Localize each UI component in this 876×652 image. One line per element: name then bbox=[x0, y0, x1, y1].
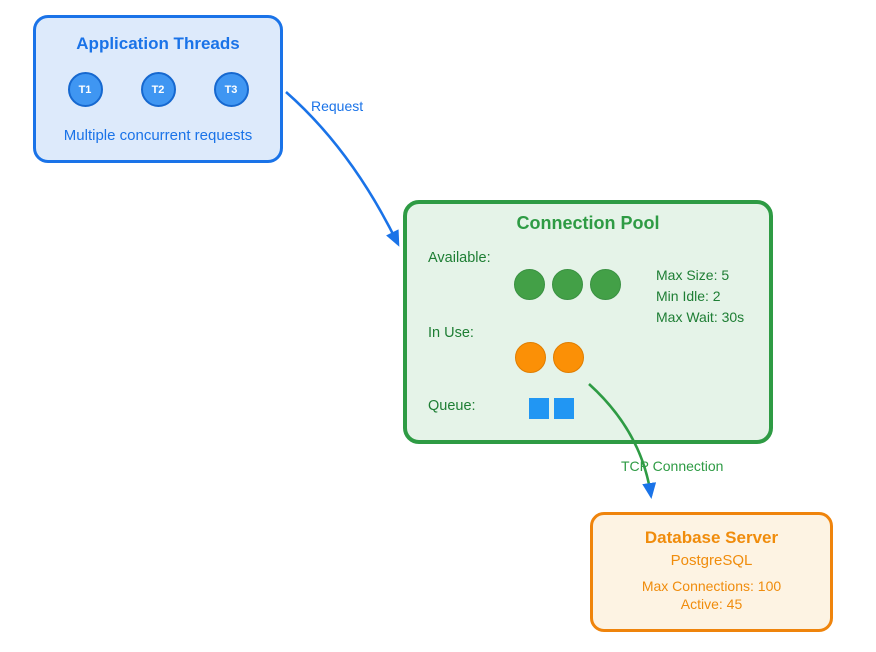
connection-pool-title: Connection Pool bbox=[516, 213, 660, 233]
pool-config: Max Size: 5 Min Idle: 2 Max Wait: 30s bbox=[656, 265, 744, 328]
in-use-connection-dot bbox=[515, 342, 546, 373]
queue-label: Queue: bbox=[428, 398, 476, 414]
available-connections bbox=[514, 269, 621, 300]
request-arrow bbox=[285, 91, 400, 247]
queued-request-square bbox=[554, 398, 574, 419]
tcp-connection-edge-label: TCP Connection bbox=[621, 458, 724, 474]
pool-config-max-size: Max Size: 5 bbox=[656, 267, 730, 283]
queued-requests bbox=[529, 398, 574, 419]
pool-config-min-idle: Min Idle: 2 bbox=[656, 288, 721, 304]
in-use-label: In Use: bbox=[428, 325, 474, 341]
connection-pool-box: Connection Pool Available: Max Size: 5 M… bbox=[403, 200, 773, 444]
thread-circle-t2: T2 bbox=[140, 72, 176, 107]
database-stats: Max Connections: 100 Active: 45 bbox=[593, 577, 830, 613]
database-server-title: Database Server bbox=[644, 528, 779, 547]
db-active-connections: Active: 45 bbox=[680, 596, 743, 612]
available-connection-dot bbox=[590, 269, 621, 300]
database-engine-label: PostgreSQL bbox=[670, 552, 753, 569]
application-threads-caption: Multiple concurrent requests bbox=[63, 127, 253, 144]
queued-request-square bbox=[529, 398, 549, 419]
application-threads-box: Application Threads T1 T2 T3 Multiple co… bbox=[33, 15, 283, 163]
available-connection-dot bbox=[514, 269, 545, 300]
in-use-connections bbox=[515, 342, 584, 373]
application-threads-title: Application Threads bbox=[76, 34, 240, 53]
thread-circle-t3: T3 bbox=[213, 72, 249, 107]
available-label: Available: bbox=[428, 250, 491, 266]
in-use-connection-dot bbox=[553, 342, 584, 373]
database-server-box: Database Server PostgreSQL Max Connectio… bbox=[590, 512, 833, 632]
thread-circle-t1: T1 bbox=[67, 72, 103, 107]
request-edge-label: Request bbox=[311, 98, 364, 114]
thread-row: T1 T2 T3 bbox=[36, 72, 280, 107]
available-connection-dot bbox=[552, 269, 583, 300]
pool-config-max-wait: Max Wait: 30s bbox=[656, 309, 745, 325]
db-max-connections: Max Connections: 100 bbox=[641, 578, 782, 594]
